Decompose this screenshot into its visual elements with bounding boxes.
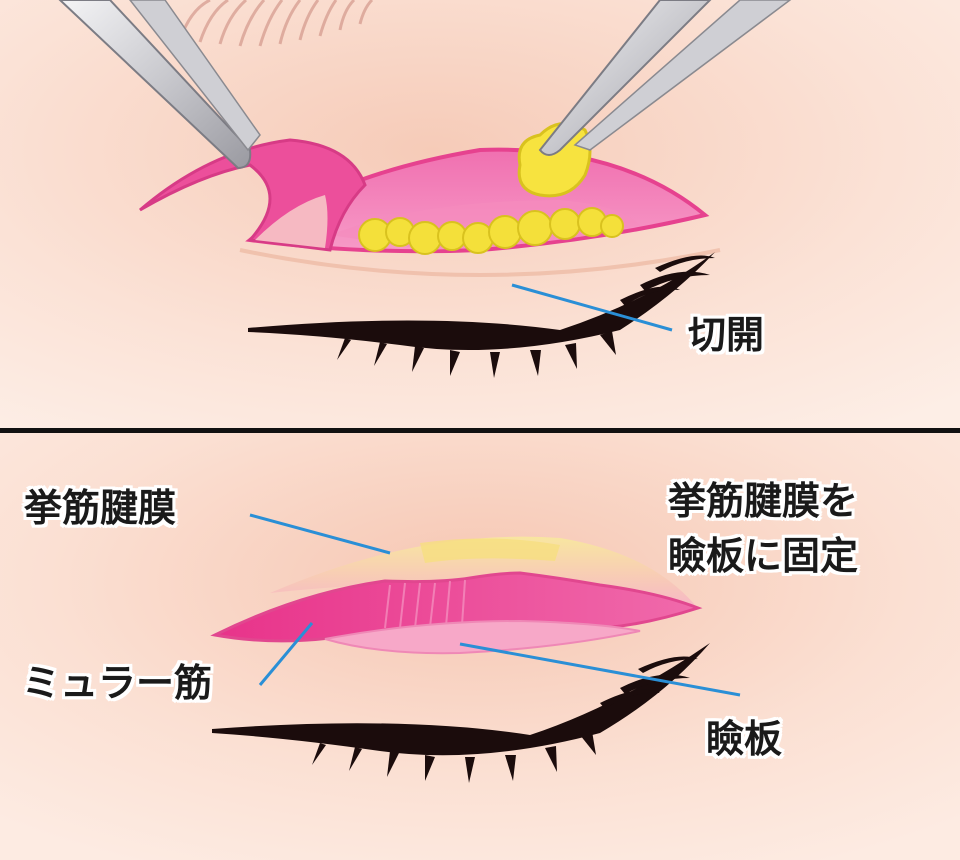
orbital-fat	[358, 207, 624, 255]
leader-line-tarsus	[459, 642, 741, 697]
extracted-fat	[517, 122, 592, 198]
aponeurosis-yellow	[420, 538, 560, 563]
label-tarsus: 瞼板	[706, 717, 783, 761]
label-muller-muscle: ミュラー筋	[22, 661, 213, 705]
eyelashes-top	[248, 252, 715, 378]
muller-fibers	[384, 579, 466, 629]
label-levator-aponeurosis: 挙筋腱膜	[24, 486, 177, 530]
leader-line-levator	[249, 513, 391, 555]
left-forceps	[58, 0, 261, 170]
eyelid-crease	[239, 248, 721, 277]
label-fixation-line1: 挙筋腱膜を	[668, 479, 859, 523]
label-fixation-line2: 瞼板に固定	[668, 534, 859, 579]
label-incision: 切開	[688, 313, 765, 357]
bottom-panel-fixation-illustration	[0, 433, 960, 860]
leader-line-muller	[258, 622, 314, 686]
top-panel-incision-illustration	[0, 0, 960, 430]
skin-flap-underside	[255, 195, 328, 248]
eyebrow	[178, 0, 374, 47]
right-forceps	[538, 0, 792, 156]
label-fixation: 挙筋腱膜を 瞼板に固定	[668, 474, 858, 584]
leader-line-incision	[511, 283, 673, 332]
tarsus-plate	[324, 619, 641, 655]
panel-divider	[0, 428, 960, 433]
